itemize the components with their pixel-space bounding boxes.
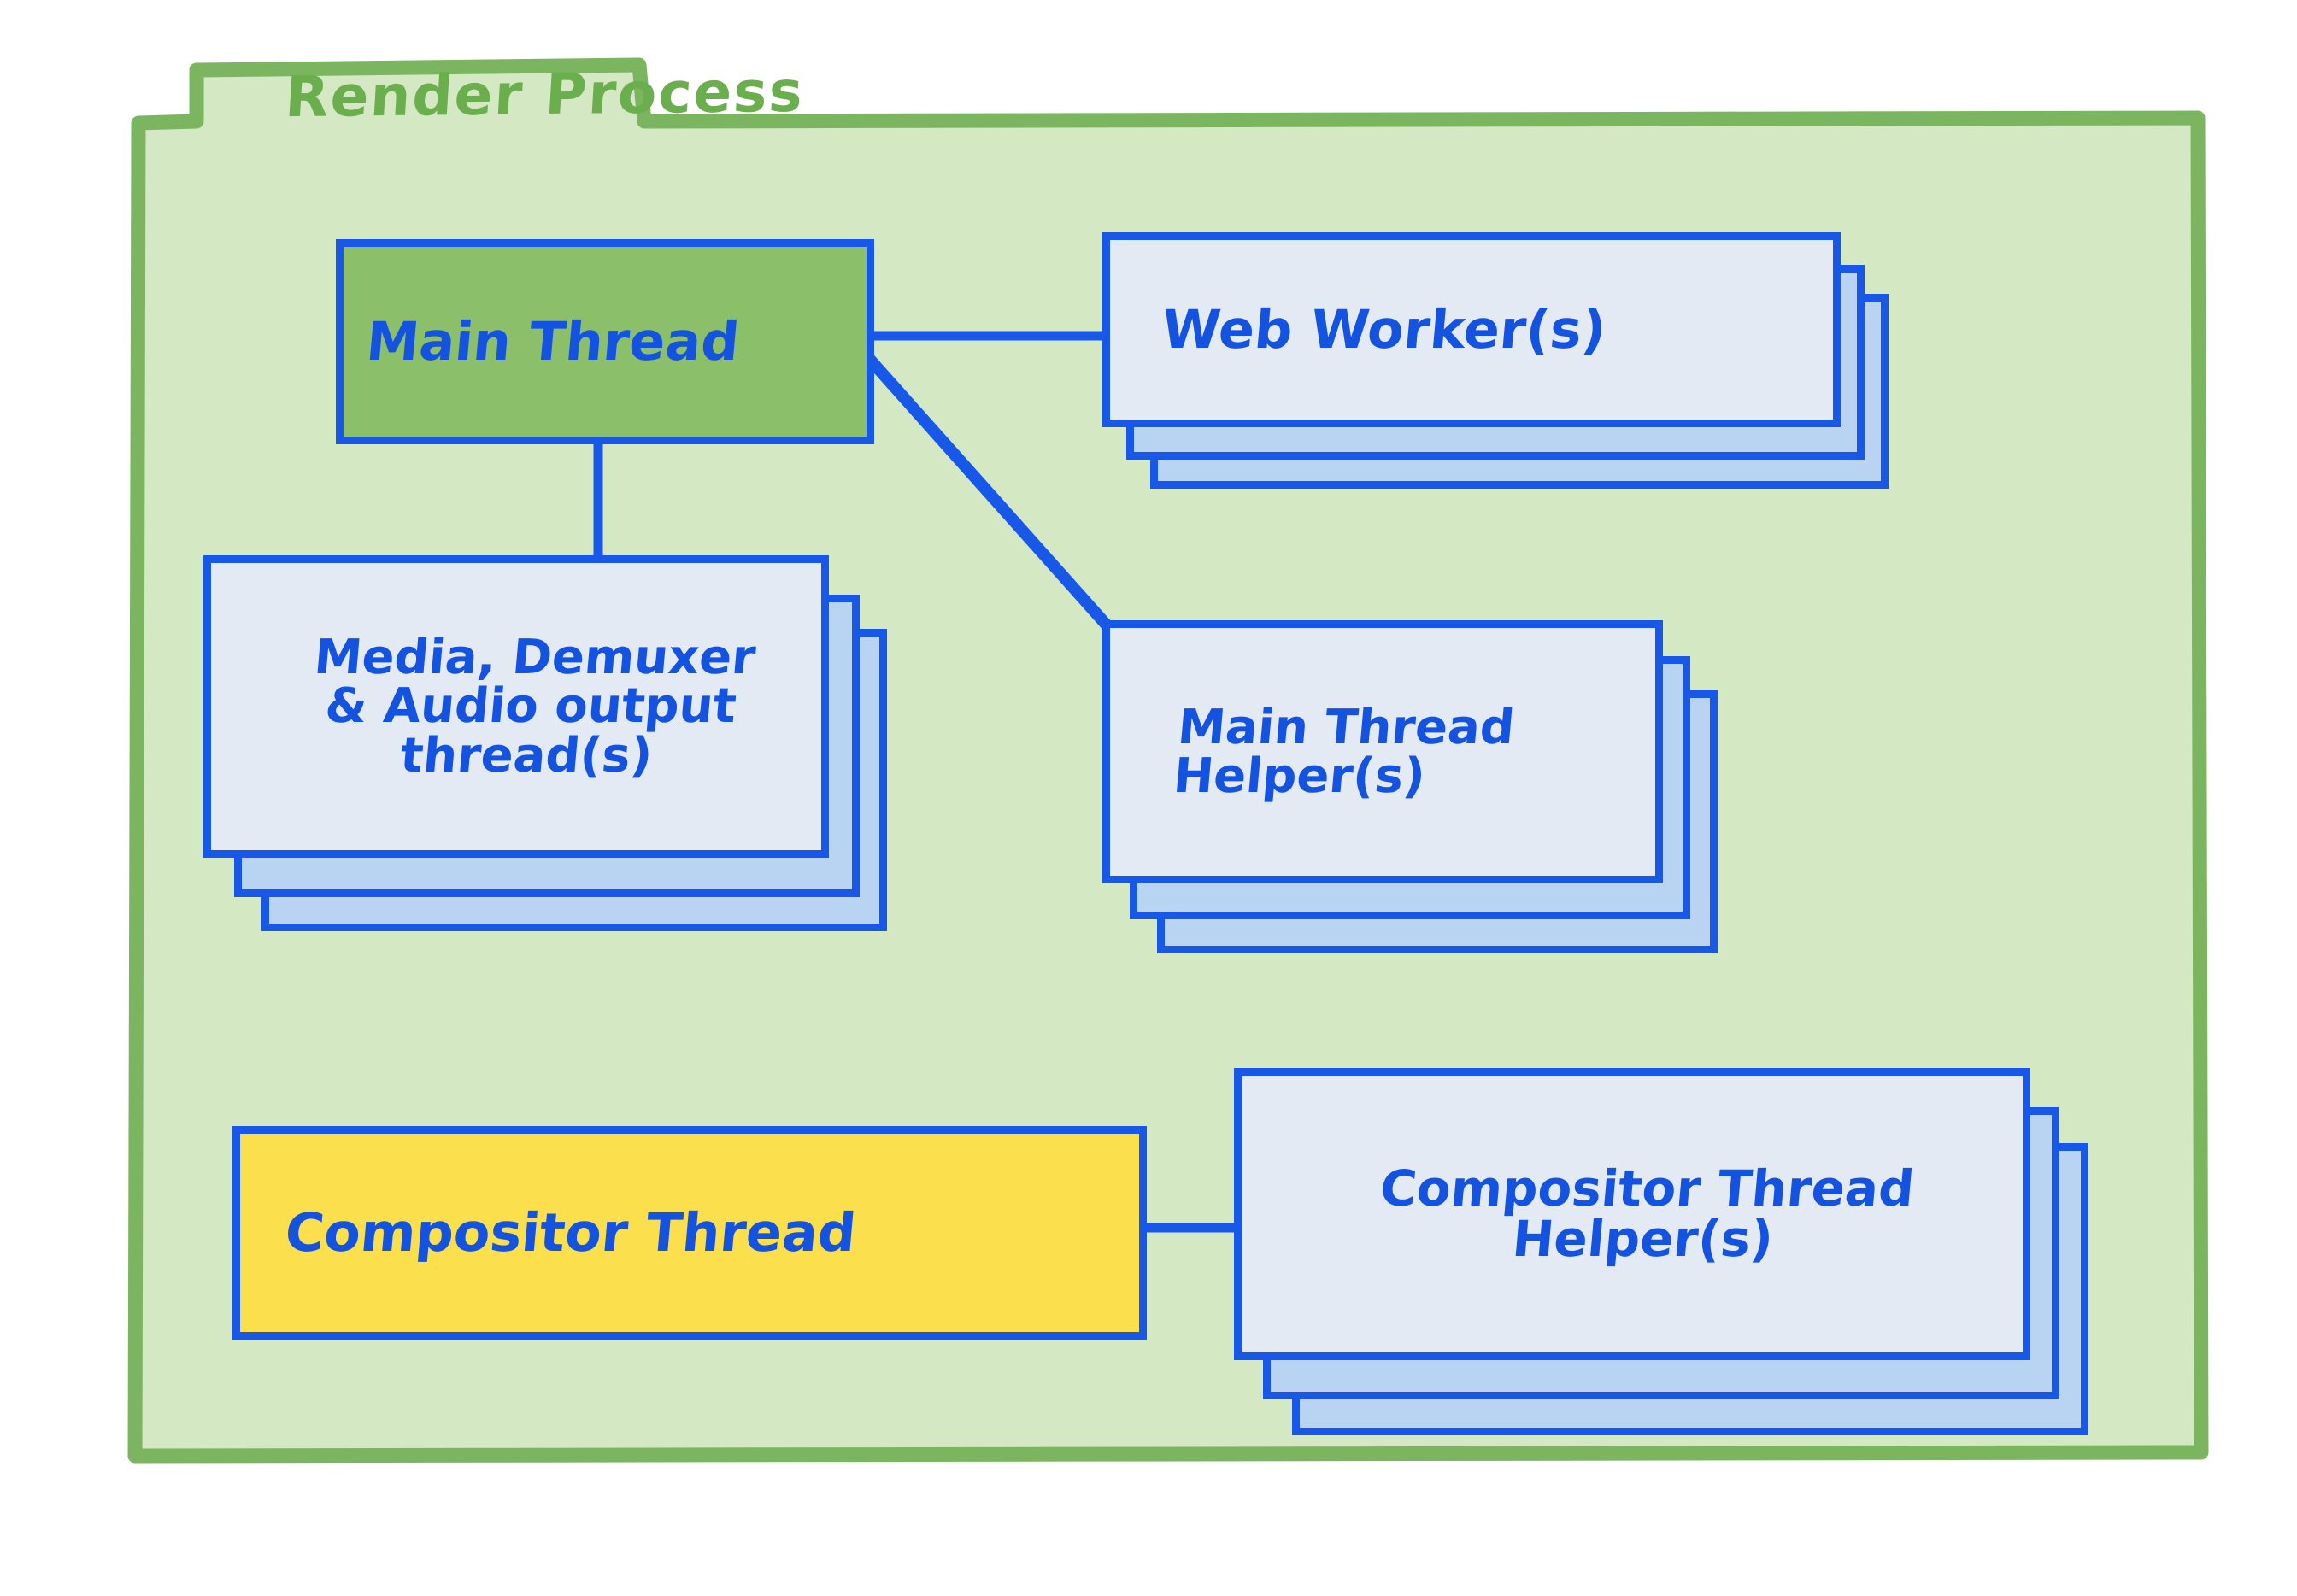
node-media-card	[203, 555, 829, 858]
node-ct-helper-label: Compositor Thread Helper(s)	[1378, 1159, 1917, 1268]
node-web-worker-label: Web Worker(s)	[1159, 298, 1609, 361]
node-compositor-thread-label: Compositor Thread	[282, 1201, 859, 1264]
node-main-thread-label: Main Thread	[363, 310, 743, 373]
node-compositor-thread-card	[232, 1126, 1147, 1340]
node-web-worker[interactable]: Web Worker(s)	[1102, 232, 1889, 489]
node-compositor-thread-helper[interactable]: Compositor Thread Helper(s)	[1234, 1068, 2088, 1435]
process-title: Render Process	[283, 58, 807, 131]
node-main-thread[interactable]: Main Thread	[336, 239, 874, 444]
node-mt-helper-label: Main Thread Helper(s)	[1171, 699, 1517, 804]
node-main-thread-card	[336, 239, 874, 444]
node-compositor-thread[interactable]: Compositor Thread	[232, 1126, 1147, 1340]
node-mt-helper-card	[1102, 620, 1663, 883]
node-web-worker-card	[1102, 232, 1841, 427]
node-media-label: Media, Demuxer & Audio output thread(s)	[312, 630, 758, 783]
node-main-thread-helper[interactable]: Main Thread Helper(s)	[1102, 620, 1718, 953]
node-ct-helper-card	[1234, 1068, 2030, 1360]
node-media-demuxer-audio[interactable]: Media, Demuxer & Audio output thread(s)	[203, 555, 887, 931]
